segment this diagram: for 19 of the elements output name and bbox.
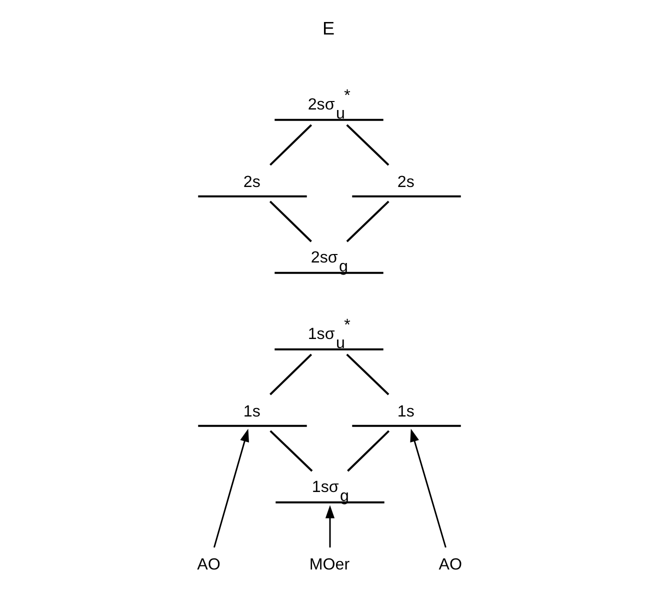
node-text: AO — [438, 556, 462, 574]
label: E — [322, 18, 335, 39]
node-text: 1s — [397, 402, 414, 421]
connector — [270, 354, 312, 396]
connector — [270, 430, 313, 472]
connector — [270, 124, 312, 166]
node-text: MOer — [309, 556, 350, 574]
node-text: 2s — [397, 173, 414, 192]
connector — [269, 200, 312, 242]
connector — [346, 124, 390, 166]
arrow — [213, 428, 249, 548]
arrow — [410, 428, 446, 548]
arrow — [325, 505, 335, 548]
node-text: 1s — [243, 402, 260, 421]
node-text: 2s — [243, 173, 260, 192]
connector — [346, 354, 390, 396]
connector — [347, 430, 390, 472]
node-text: AO — [197, 556, 220, 574]
connector — [346, 200, 390, 242]
